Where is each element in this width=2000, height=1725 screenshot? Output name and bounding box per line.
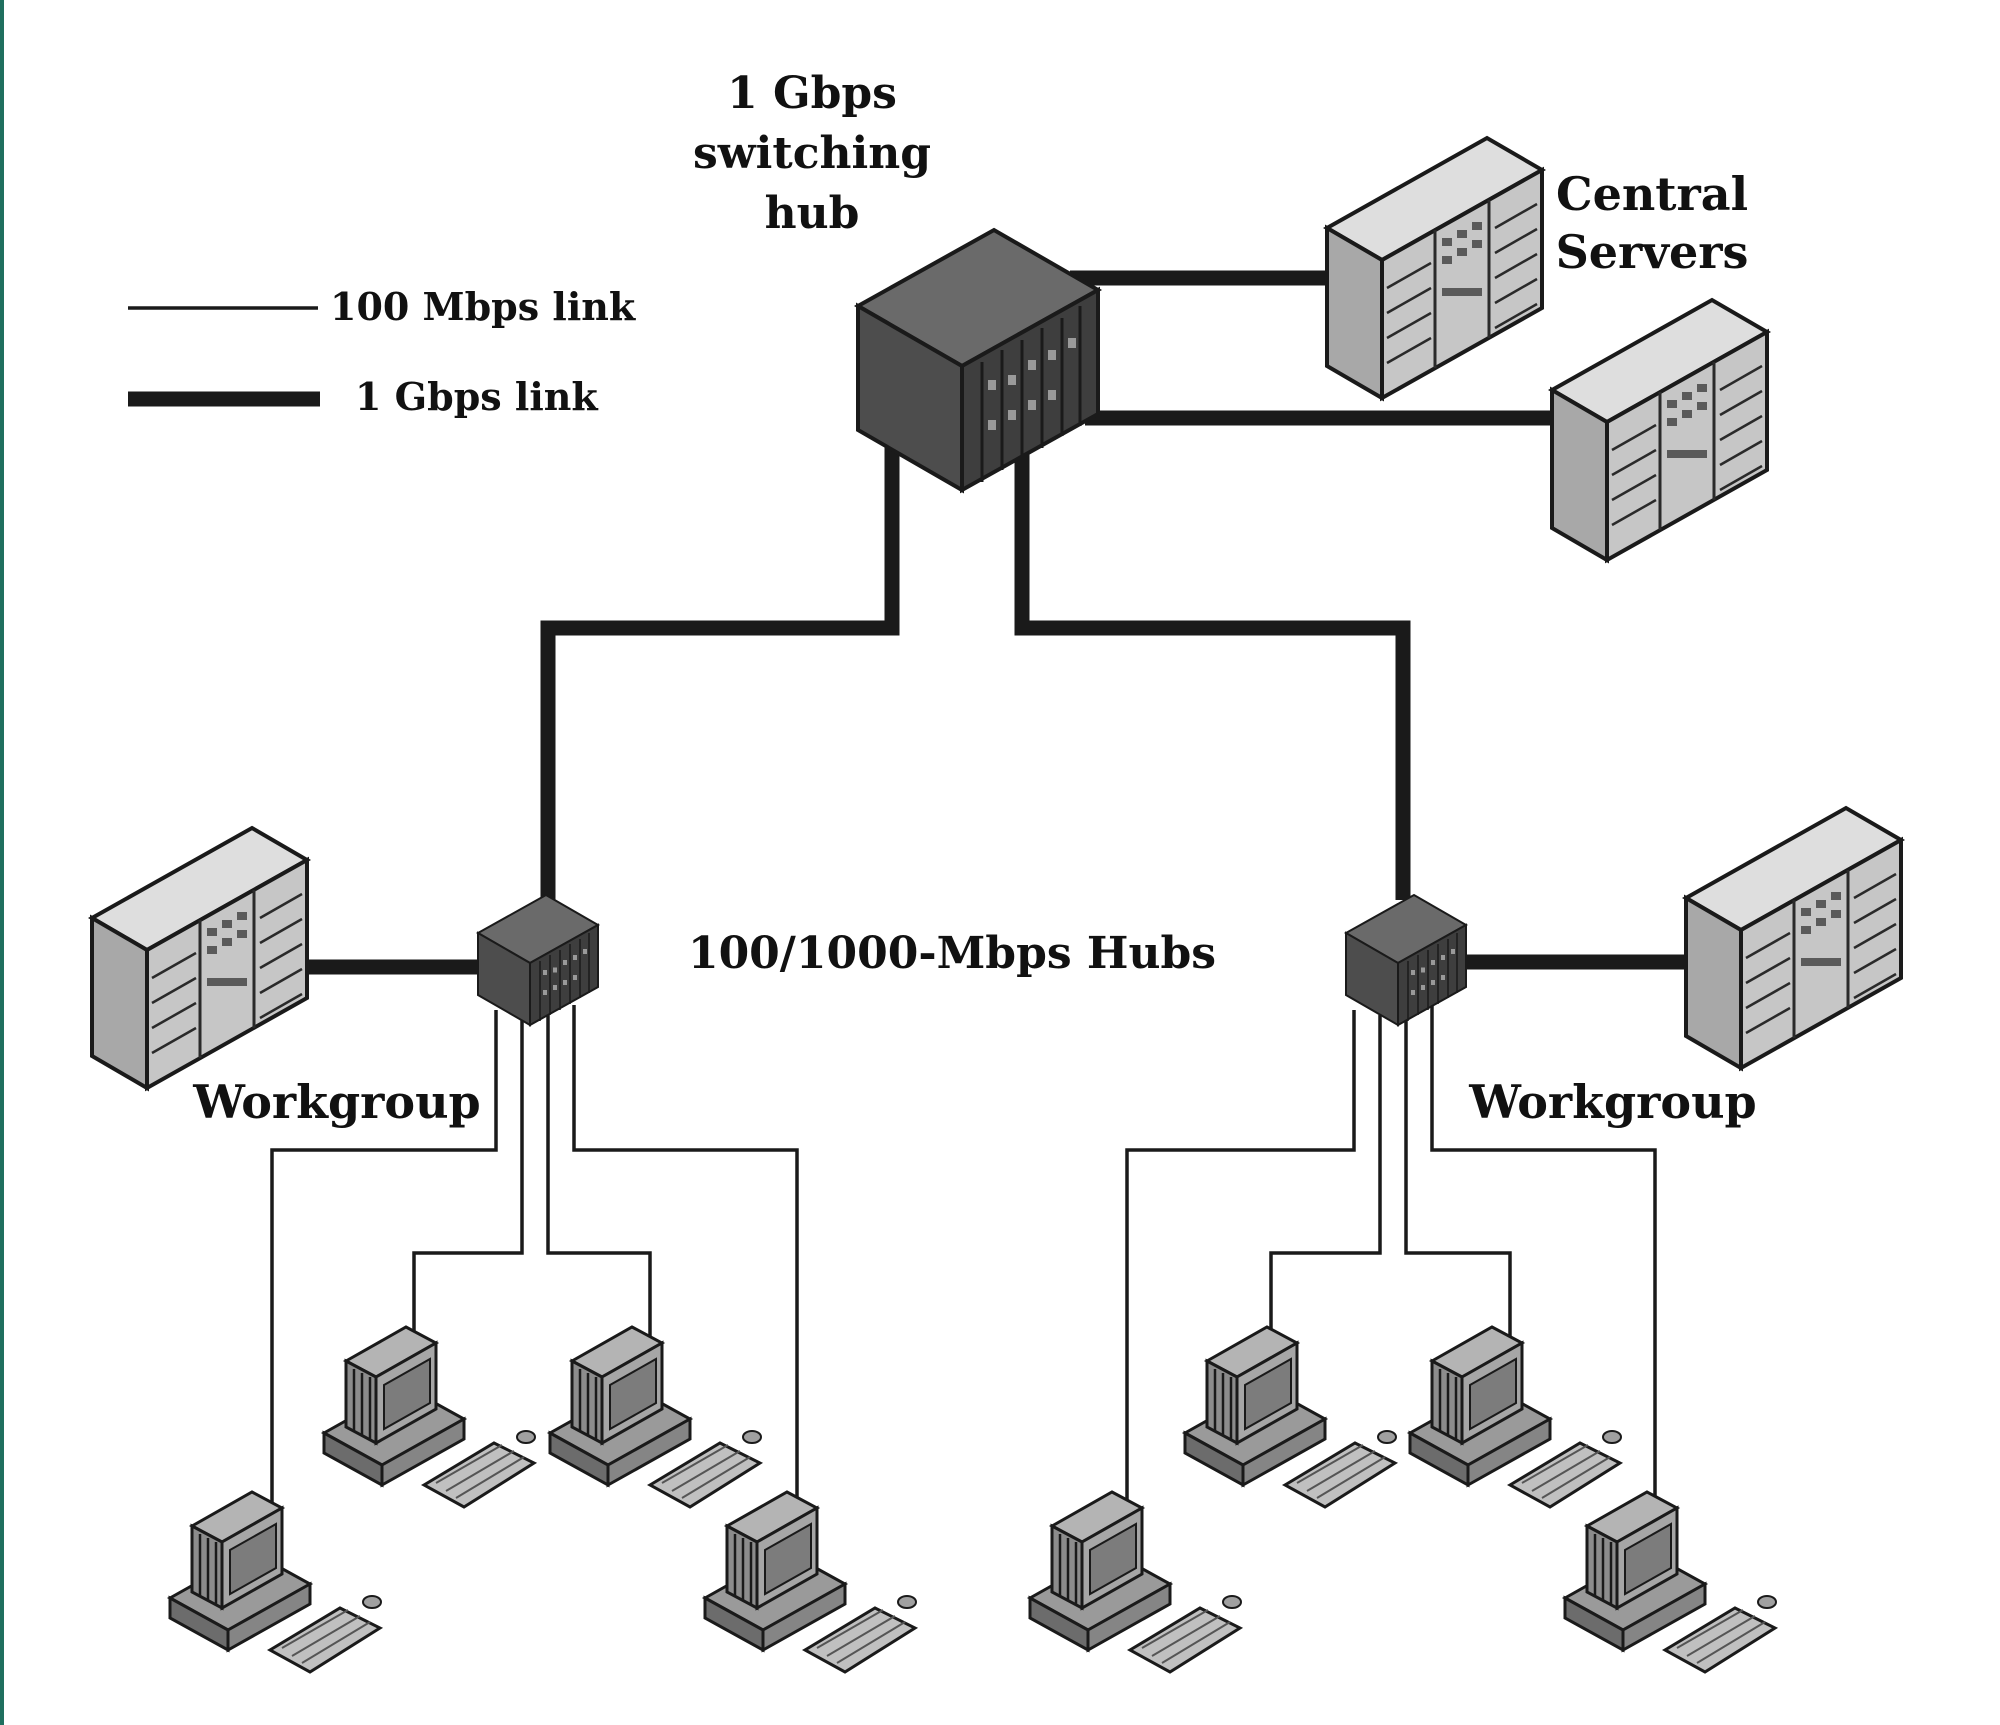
workstation-right-3-icon [1408,1325,1623,1509]
legend-thin-label: 100 Mbps link [330,284,636,329]
workstation-right-2-icon [1183,1325,1398,1509]
workgroup-hub-left-icon [476,893,600,1027]
workstation-left-3-icon [548,1325,763,1509]
workgroup-server-left-icon [90,826,309,1090]
switching-hub-label-line-3: hub [765,188,860,239]
central-servers-label-line-2: Servers [1556,225,1749,279]
mbps-link-left-pc-4 [572,1005,799,1500]
mbps-link-right-pc-2 [1269,1015,1382,1360]
left-accent-bar [0,0,4,1725]
switching-hub-label-line-1: 1 Gbps [727,68,897,119]
central-servers-label-line-1: Central [1556,167,1748,221]
workstation-right-4-icon [1563,1490,1778,1674]
central-servers-label: Central Servers [1556,167,1749,279]
gbps-link-hub-right [1014,445,1411,900]
workgroup-left-label: Workgroup [192,1075,480,1129]
legend-thick-label: 1 Gbps link [355,374,598,419]
workstation-left-1-icon [168,1490,383,1674]
switching-hub-icon [856,228,1100,492]
switching-hub-label: 1 Gbps switching hub [693,68,931,239]
mbps-link-right-pc-1 [1125,1010,1356,1515]
workstation-right-1-icon [1028,1490,1243,1674]
switching-hub-label-line-2: switching [693,128,931,179]
mbps-link-right-pc-4 [1430,1005,1657,1500]
workgroup-server-right-icon [1684,806,1903,1070]
central-server-2-icon [1550,298,1769,562]
mbps-link-left-pc-1 [270,1010,498,1510]
central-server-1-icon [1325,136,1544,400]
mbps-link-left-pc-2 [412,1015,524,1340]
gbps-link-hub-left [540,445,900,900]
workstation-left-2-icon [322,1325,537,1509]
mbps-link-right-pc-3 [1404,1015,1512,1340]
mbps-link-left-pc-3 [546,1015,652,1340]
legend: 100 Mbps link 1 Gbps link [128,284,636,419]
workgroup-hub-right-icon [1344,893,1468,1027]
workgroup-right-label: Workgroup [1468,1075,1756,1129]
workstation-left-4-icon [703,1490,918,1674]
hubs-label: 100/1000-Mbps Hubs [688,928,1216,979]
